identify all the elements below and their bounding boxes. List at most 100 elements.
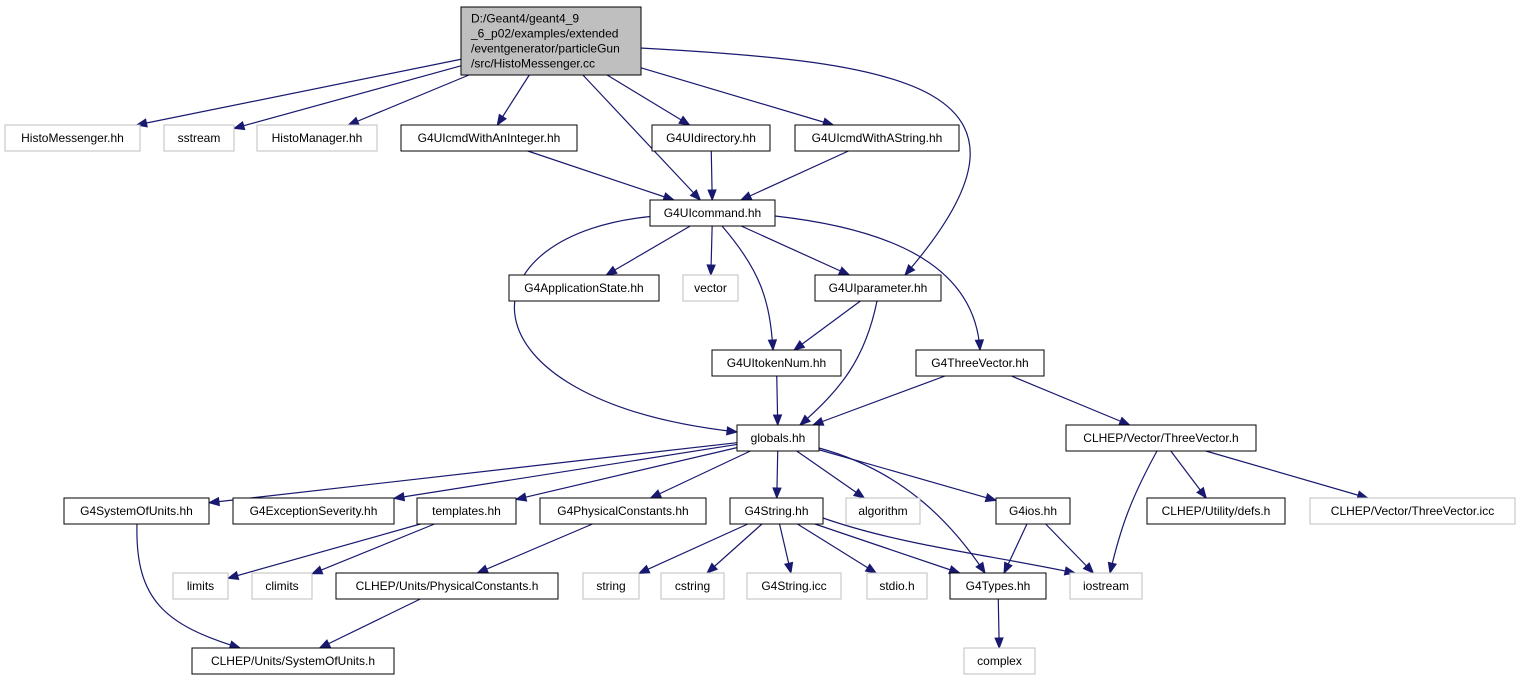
edge-line bbox=[797, 523, 877, 574]
node-label: templates.hh bbox=[432, 504, 501, 518]
node-clhep_threevector_icc[interactable]: CLHEP/Vector/ThreeVector.icc bbox=[1309, 497, 1516, 525]
edge-arrowhead bbox=[1118, 416, 1131, 426]
edge-arrowhead bbox=[689, 189, 702, 201]
node-clhep_threevector_h[interactable]: CLHEP/Vector/ThreeVector.h bbox=[1065, 424, 1257, 452]
node-histomessenger_hh[interactable]: HistoMessenger.hh bbox=[4, 124, 141, 152]
node-label: CLHEP/Units/PhysicalConstants.h bbox=[356, 579, 539, 593]
node-string[interactable]: string bbox=[582, 572, 640, 600]
edge-arrowhead bbox=[904, 263, 916, 277]
edge-line bbox=[605, 225, 691, 276]
node-complex[interactable]: complex bbox=[963, 647, 1036, 675]
edge-line bbox=[311, 523, 435, 575]
node-g4string_icc[interactable]: G4String.icc bbox=[746, 572, 842, 600]
node-g4uicommand_hh[interactable]: G4UIcommand.hh bbox=[649, 199, 776, 227]
node-label: G4ExceptionSeverity.hh bbox=[250, 504, 378, 518]
edge-line bbox=[1045, 523, 1094, 574]
node-box bbox=[191, 647, 395, 675]
edge-arrowhead bbox=[837, 266, 851, 276]
node-g4ios_hh[interactable]: G4ios.hh bbox=[995, 497, 1071, 525]
edge-clhep_threevector_h-to-clhep_defs_h bbox=[1170, 450, 1208, 500]
node-climits[interactable]: climits bbox=[251, 572, 313, 600]
edge-arrowhead bbox=[975, 561, 986, 575]
node-box bbox=[963, 647, 1036, 675]
node-box bbox=[508, 274, 660, 302]
edge-line bbox=[638, 523, 749, 574]
node-vector[interactable]: vector bbox=[682, 274, 739, 302]
node-box bbox=[256, 124, 378, 152]
edge-arrowhead bbox=[1003, 561, 1013, 575]
node-g4physicalconstants_hh[interactable]: G4PhysicalConstants.hh bbox=[539, 497, 707, 525]
node-label: CLHEP/Utility/defs.h bbox=[1162, 504, 1271, 518]
node-g4systemofunits_hh[interactable]: G4SystemOfUnits.hh bbox=[63, 497, 210, 525]
node-g4uidirectory_hh[interactable]: G4UIdirectory.hh bbox=[651, 124, 771, 152]
node-g4uiparameter_hh[interactable]: G4UIparameter.hh bbox=[814, 274, 942, 302]
edge-line bbox=[1011, 375, 1130, 426]
node-box bbox=[1146, 497, 1286, 525]
edge-globals_hh-to-g4string_hh bbox=[772, 450, 782, 500]
node-label: CLHEP/Vector/ThreeVector.icc bbox=[1331, 504, 1494, 518]
edge-arrowhead bbox=[852, 488, 866, 499]
edge-arrowhead bbox=[662, 192, 676, 202]
edge-line bbox=[513, 215, 738, 433]
edge-arrowhead bbox=[392, 492, 406, 502]
edge-arrowhead bbox=[226, 570, 240, 580]
edge-line bbox=[740, 150, 849, 201]
edge-arrowhead bbox=[767, 339, 778, 352]
node-templates_hh[interactable]: templates.hh bbox=[416, 497, 517, 525]
edge-arrowhead bbox=[476, 564, 490, 574]
node-label: G4String.icc bbox=[761, 579, 826, 593]
node-g4uicmdwithaninteger_hh[interactable]: G4UIcmdWithAnInteger.hh bbox=[400, 124, 578, 152]
edge-g4string_hh-to-string bbox=[637, 523, 749, 574]
node-globals_hh[interactable]: globals.hh bbox=[736, 424, 820, 452]
node-iostream[interactable]: iostream bbox=[1069, 572, 1143, 600]
node-box bbox=[736, 424, 820, 452]
edge-g4threevector_hh-to-globals_hh bbox=[811, 375, 946, 426]
node-g4exceptionseverity_hh[interactable]: G4ExceptionSeverity.hh bbox=[232, 497, 395, 525]
edge-arrowhead bbox=[706, 562, 719, 574]
node-clhep_physicalconstants_h[interactable]: CLHEP/Units/PhysicalConstants.h bbox=[335, 572, 559, 600]
edge-arrowhead bbox=[772, 414, 783, 427]
node-algorithm[interactable]: algorithm bbox=[845, 497, 921, 525]
node-box bbox=[400, 124, 578, 152]
edge-arrowhead bbox=[207, 496, 220, 507]
node-stdio_h[interactable]: stdio.h bbox=[866, 572, 928, 600]
node-label: climits bbox=[265, 579, 298, 593]
node-limits[interactable]: limits bbox=[172, 572, 229, 600]
edge-templates_hh-to-limits bbox=[226, 523, 421, 580]
edge-g4uicommand_hh-to-vector bbox=[706, 225, 716, 277]
node-g4uitokennum_hh[interactable]: G4UItokenNum.hh bbox=[711, 349, 842, 377]
node-box bbox=[416, 497, 517, 525]
node-clhep_systemofunits_h[interactable]: CLHEP/Units/SystemOfUnits.h bbox=[191, 647, 395, 675]
edge-line bbox=[822, 517, 1076, 574]
node-g4uicmdwithastring_hh[interactable]: G4UIcmdWithAString.hh bbox=[794, 124, 960, 152]
edge-line bbox=[814, 523, 960, 574]
node-label: vector bbox=[694, 281, 727, 295]
node-g4string_hh[interactable]: G4String.hh bbox=[729, 497, 824, 525]
edge-arrowhead bbox=[783, 561, 794, 575]
edge-g4uicommand_hh-to-g4applicationstate_hh bbox=[605, 225, 691, 276]
node-sstream[interactable]: sstream bbox=[163, 124, 235, 152]
node-label: algorithm bbox=[858, 504, 907, 518]
node-root[interactable]: D:/Geant4/geant4_9_6_p02/examples/extend… bbox=[460, 6, 642, 76]
edge-arrowhead bbox=[707, 189, 717, 202]
edge-globals_hh-to-templates_hh bbox=[514, 447, 738, 502]
edge-arrowhead bbox=[605, 265, 618, 276]
node-box bbox=[335, 572, 559, 600]
node-box bbox=[794, 124, 960, 152]
edge-arrowhead bbox=[1196, 486, 1208, 500]
node-box bbox=[746, 572, 842, 600]
node-clhep_defs_h[interactable]: CLHEP/Utility/defs.h bbox=[1146, 497, 1286, 525]
node-label: G4UIcommand.hh bbox=[664, 206, 761, 220]
node-histomanager_hh[interactable]: HistoManager.hh bbox=[256, 124, 378, 152]
edge-line bbox=[227, 523, 421, 579]
edge-g4string_hh-to-cstring bbox=[706, 523, 763, 574]
node-box bbox=[660, 572, 725, 600]
node-g4applicationstate_hh[interactable]: G4ApplicationState.hh bbox=[508, 274, 660, 302]
node-box bbox=[711, 349, 842, 377]
node-cstring[interactable]: cstring bbox=[660, 572, 725, 600]
node-g4threevector_hh[interactable]: G4ThreeVector.hh bbox=[915, 349, 1045, 377]
edge-line bbox=[818, 449, 997, 501]
edge-line bbox=[208, 442, 738, 504]
edge-line bbox=[136, 58, 462, 126]
node-g4types_hh[interactable]: G4Types.hh bbox=[949, 572, 1047, 600]
